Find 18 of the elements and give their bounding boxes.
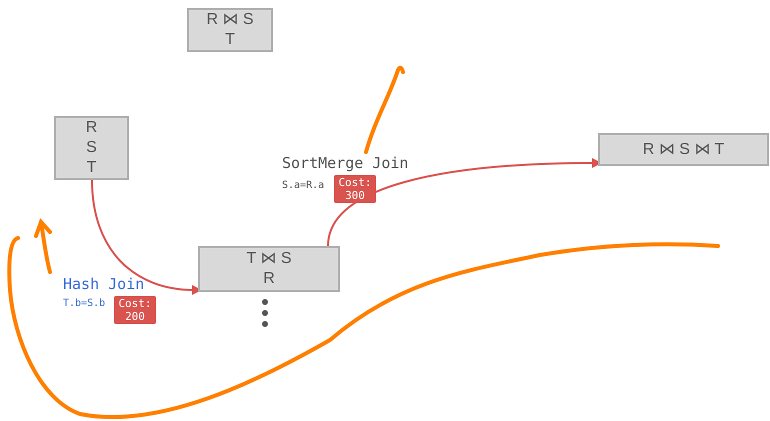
relation-text: T: [225, 30, 235, 50]
relation-text: T ⋈ S: [246, 249, 292, 269]
relation-text: T: [86, 158, 96, 178]
relation-text: R: [263, 269, 275, 289]
relation-box: [198, 246, 340, 292]
relation-text: R ⋈ S: [206, 10, 254, 30]
join-condition: T.b=S.b: [63, 298, 106, 310]
relation-box: [54, 116, 129, 180]
relation-text: R: [86, 118, 98, 138]
relation-box: [598, 133, 769, 166]
cost-badge: Cost: 200: [114, 296, 156, 324]
relation-text: R ⋈ S ⋈ T: [642, 140, 724, 160]
join-name: SortMerge Join: [282, 154, 408, 172]
cost-badge: Cost: 300: [334, 175, 376, 203]
relation-box: [187, 8, 273, 52]
relation-text: S: [86, 138, 97, 158]
join-name: Hash Join: [63, 275, 144, 293]
join-condition: S.a=R.a: [282, 180, 324, 192]
